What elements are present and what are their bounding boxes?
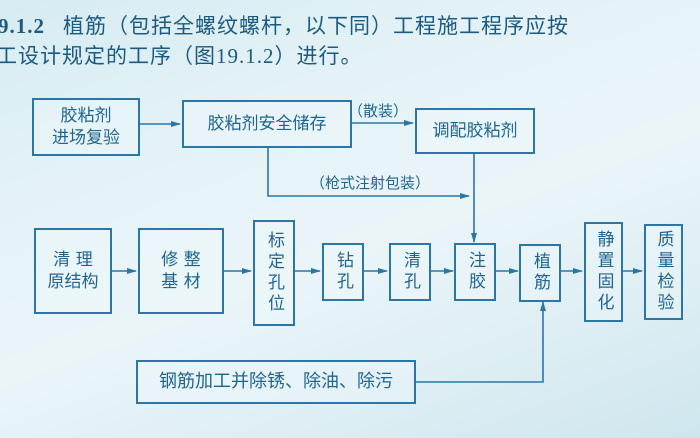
bulk-label: （散装）: [348, 102, 409, 120]
line2-suffix: ）进行。: [274, 44, 363, 68]
step-plant-rebar: 植筋: [519, 244, 561, 302]
rebar-prep-box: 钢筋加工并除锈、除油、除污: [136, 360, 416, 404]
trim-line2: 基 材: [161, 272, 201, 292]
step-clean-structure: 清 理 原结构: [34, 228, 112, 314]
section-number: 9.1.2: [0, 14, 45, 38]
line2-prefix: 工设计规定的工序（图: [0, 44, 216, 68]
plant-text: 植筋: [530, 252, 551, 294]
section-heading-line1: 9.1.2 植筋（包括全螺纹螺杆，以下同）工程施工程序应按: [0, 10, 569, 40]
inject-text: 注胶: [465, 251, 486, 293]
drill-text: 钻孔: [333, 251, 354, 293]
section-heading-line2: 工设计规定的工序（图19.1.2）进行。: [0, 40, 363, 70]
mark-text: 标定孔位: [264, 231, 285, 315]
trim-line1: 修 整: [161, 249, 201, 270]
mix-text: 调配胶粘剂: [432, 120, 518, 141]
step-drill: 钻孔: [322, 243, 364, 301]
section-text: 植筋（包括全螺纹螺杆，以下同）工程施工程序应按: [63, 14, 569, 38]
qc-text: 质量检验: [653, 230, 674, 314]
inspect-line1: 胶粘剂: [60, 105, 112, 126]
rebar-prep-text: 钢筋加工并除锈、除油、除污: [159, 371, 393, 393]
step-cure: 静置固化: [584, 222, 623, 322]
step-quality-check: 质量检验: [644, 224, 683, 320]
adhesive-inspection-box: 胶粘剂 进场复验: [32, 98, 140, 156]
step-trim-substrate: 修 整 基 材: [138, 228, 224, 314]
clean-hole-text: 清孔: [400, 251, 421, 293]
cure-text: 静置固化: [593, 230, 614, 314]
clean-line2: 原结构: [47, 272, 99, 292]
step-clean-hole: 清孔: [389, 243, 431, 301]
storage-text: 胶粘剂安全储存: [207, 113, 327, 134]
figure-reference: 19.1.2: [216, 44, 275, 68]
clean-line1: 清 理: [53, 249, 93, 270]
gun-injection-label: （枪式注射包装）: [310, 174, 431, 192]
step-inject: 注胶: [454, 243, 496, 301]
mix-adhesive-box: 调配胶粘剂: [415, 108, 535, 154]
adhesive-storage-box: 胶粘剂安全储存: [182, 100, 352, 148]
inspect-line2: 进场复验: [52, 128, 120, 148]
step-mark-holes: 标定孔位: [253, 220, 295, 326]
